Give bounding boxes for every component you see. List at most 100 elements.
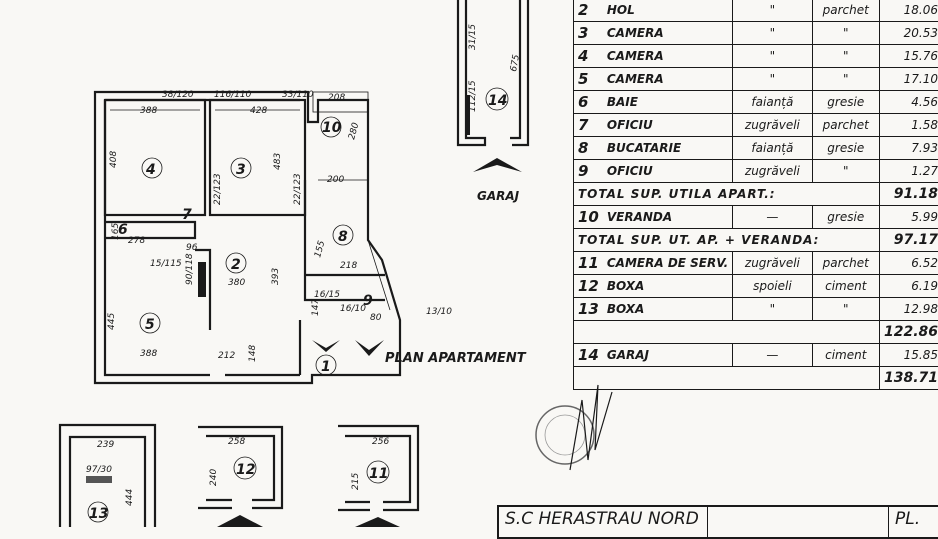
cell-floor: gresie: [812, 137, 879, 160]
signature: [570, 385, 612, 470]
total-row: 138.71: [574, 367, 938, 390]
total-label: TOTAL SUP. UTILA APART.:: [574, 183, 880, 206]
dimension: 148: [248, 345, 258, 362]
garage-plan: 14 GARAJ 31/15 112/15 675: [458, 0, 528, 203]
dimension: 393: [271, 268, 281, 285]
dimension: 212: [218, 351, 235, 361]
total-value: 122.86: [879, 321, 938, 344]
cell-area: 17.10: [879, 68, 938, 91]
dimension: 239: [97, 440, 114, 450]
cell-area: 1.27: [879, 160, 938, 183]
cell-name: BOXA: [603, 275, 733, 298]
cell-floor: ": [812, 160, 879, 183]
cell-area: 15.76: [879, 45, 938, 68]
dimension: 380: [228, 278, 245, 288]
dimension: 80: [370, 313, 382, 323]
cell-walls: ": [733, 68, 812, 91]
dimension: 445: [107, 313, 117, 330]
dimension: 258: [228, 437, 245, 447]
cell-walls: —: [733, 344, 812, 367]
total-label: [574, 321, 880, 344]
entrance-arrow-icon: [217, 515, 263, 527]
dimension: 280: [347, 121, 361, 140]
cell-name: OFICIU: [603, 114, 733, 137]
section-arrow-icon: [355, 340, 384, 356]
dimension: 388: [140, 349, 157, 359]
cell-nr: 13: [574, 298, 603, 321]
garage-entrance-arrow-icon: [473, 158, 522, 172]
dimension: 278: [128, 236, 145, 246]
dimension: 22/123: [293, 173, 303, 205]
title-block: S.C HERASTRAU NORD PL.: [497, 505, 938, 539]
title-block-blank: [708, 507, 889, 537]
cell-floor: ciment: [812, 275, 879, 298]
cell-walls: zugrăveli: [733, 160, 812, 183]
cell-name: BOXA: [603, 298, 733, 321]
company-name: S.C HERASTRAU NORD: [499, 507, 708, 537]
cell-floor: parchet: [812, 114, 879, 137]
cell-floor: ": [812, 68, 879, 91]
dimension: 218: [340, 261, 357, 271]
dimension: 16/15: [314, 290, 340, 300]
cell-walls: —: [733, 206, 812, 229]
total-label: [574, 367, 880, 390]
cell-walls: zugrăveli: [733, 114, 812, 137]
room-5-label: 5: [145, 317, 155, 333]
room-8-label: 8: [338, 229, 348, 245]
dimension: 15/115: [150, 259, 182, 269]
cell-name: GARAJ: [603, 344, 733, 367]
cell-nr: 12: [574, 275, 603, 298]
cell-floor: ciment: [812, 344, 879, 367]
dimension: 388: [140, 106, 157, 116]
dimension: 200: [327, 175, 344, 185]
room-10-label: 10: [322, 120, 342, 136]
cell-nr: 2: [574, 0, 603, 22]
dimension: 97/30: [86, 465, 112, 475]
cell-nr: 6: [574, 91, 603, 114]
cell-nr: 4: [574, 45, 603, 68]
dimension: 408: [109, 151, 119, 168]
cell-floor: gresie: [812, 91, 879, 114]
room-11-label: 11: [369, 466, 388, 482]
total-label: TOTAL SUP. UT. AP. + VERANDA:: [574, 229, 880, 252]
cell-floor: parchet: [812, 252, 879, 275]
cell-name: BUCATARIE: [603, 137, 733, 160]
room-7-label: 7: [182, 207, 192, 223]
garage-title: GARAJ: [477, 189, 520, 203]
total-value: 97.17: [879, 229, 938, 252]
cell-area: 1.58: [879, 114, 938, 137]
cell-area: 18.06: [879, 0, 938, 22]
room-1-label: 1: [321, 359, 331, 375]
cell-name: CAMERA: [603, 68, 733, 91]
dimension: 444: [125, 489, 135, 506]
sheet-label: PL.: [889, 507, 926, 537]
room-2-label: 2: [231, 257, 241, 273]
cell-nr: 9: [574, 160, 603, 183]
cell-nr: 8: [574, 137, 603, 160]
cell-area: 7.93: [879, 137, 938, 160]
cell-name: CAMERA DE SERV.: [603, 252, 733, 275]
dimension: 13/10: [426, 307, 452, 317]
cell-name: CAMERA: [603, 22, 733, 45]
entrance-arrow-icon: [312, 340, 340, 352]
cell-name: HOL: [603, 0, 733, 22]
cell-area: 4.56: [879, 91, 938, 114]
storage-rooms: 13 12 11 239 97/30 444 258 240 256 215: [60, 425, 418, 527]
total-row: TOTAL SUP. UT. AP. + VERANDA:97.17: [574, 229, 938, 252]
room-14-label: 14: [488, 93, 507, 109]
plan-title: PLAN APARTAMENT: [385, 351, 527, 366]
cell-walls: faianță: [733, 91, 812, 114]
cell-area: 20.53: [879, 22, 938, 45]
cell-nr: 5: [574, 68, 603, 91]
dimension: 90/118: [185, 253, 195, 285]
total-row: TOTAL SUP. UTILA APART.:91.18: [574, 183, 938, 206]
